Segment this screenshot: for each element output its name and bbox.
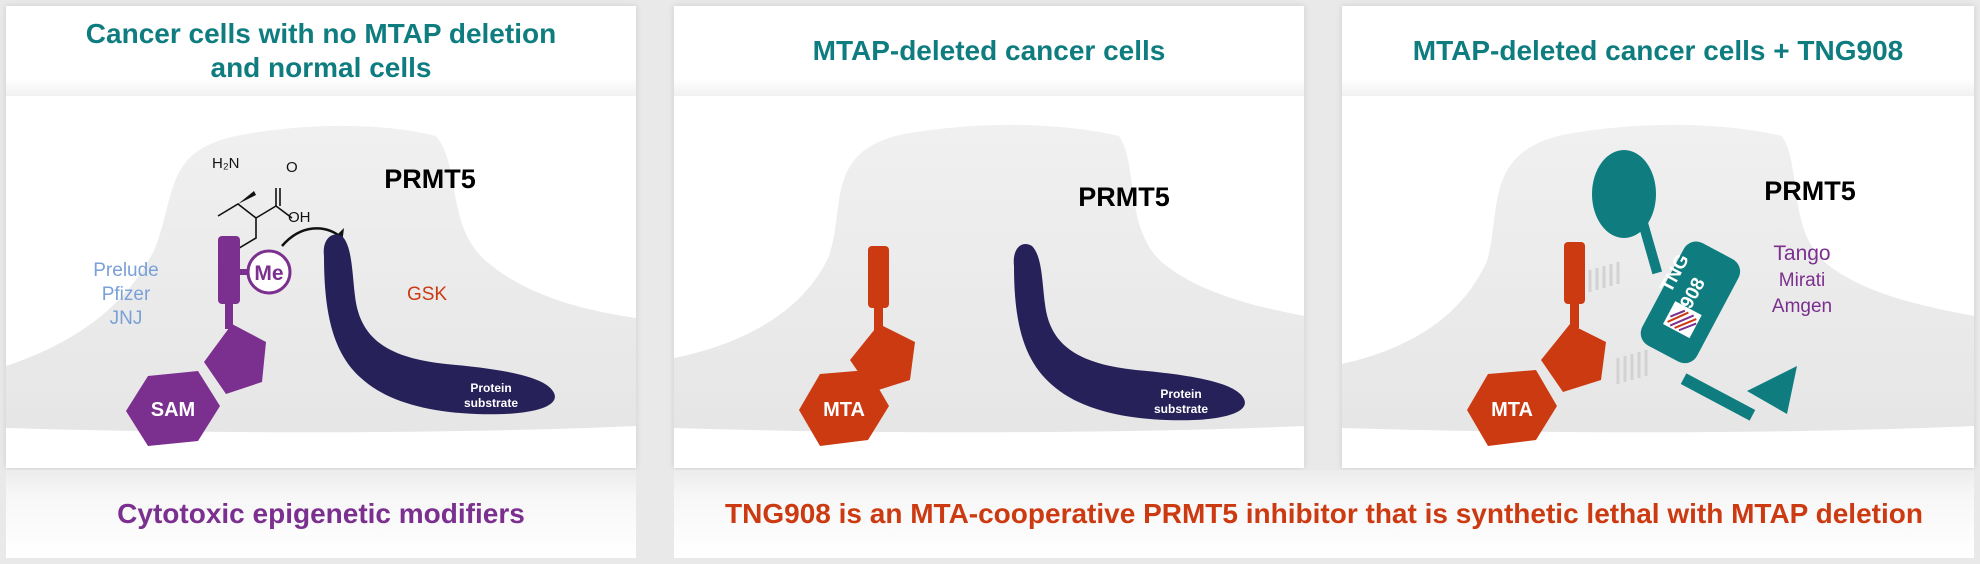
enzyme-label: PRMT5 bbox=[384, 164, 476, 194]
enzyme-pocket-shape bbox=[6, 125, 636, 433]
panel-3-diagram: MTA TNG 908 PRMT5 Tango Mirati Amgen bbox=[1342, 124, 1974, 446]
footer-left-text: Cytotoxic epigenetic modifiers bbox=[117, 498, 525, 529]
panel-2-diagram: MTA Protein substrate PRMT5 bbox=[674, 124, 1304, 446]
panel-1-title-line-2: and normal cells bbox=[210, 52, 432, 83]
substrate-label-line-2: substrate bbox=[464, 396, 518, 410]
enzyme-label: PRMT5 bbox=[1764, 176, 1856, 206]
panel-no-mtap-deletion: Cancer cells with no MTAP deletion and n… bbox=[6, 6, 636, 468]
mta-stem-link bbox=[1570, 300, 1579, 328]
sam-hexagon bbox=[126, 371, 220, 446]
sam-pentagon bbox=[204, 324, 266, 394]
company-gsk: GSK bbox=[407, 284, 447, 305]
protein-substrate-shape bbox=[1013, 244, 1245, 421]
hydroxyl-label: OH bbox=[288, 209, 311, 226]
carbonyl-label: O bbox=[286, 159, 298, 176]
enzyme-pocket-shape bbox=[1342, 124, 1974, 433]
drug-neck bbox=[1635, 213, 1663, 275]
footer-right-text: TNG908 is an MTA-cooperative PRMT5 inhib… bbox=[725, 498, 1923, 529]
panel-2-title: MTAP-deleted cancer cells bbox=[674, 6, 1304, 96]
mta-label: MTA bbox=[1491, 399, 1533, 421]
methyl-group-circle bbox=[246, 249, 292, 295]
mta-stem bbox=[868, 246, 889, 308]
panel-2-title-line-1: MTAP-deleted cancer cells bbox=[812, 35, 1166, 66]
panel-1-diagram: H₂N O OH Me SAM Protein substrate PRMT5 … bbox=[6, 125, 636, 446]
sam-stem bbox=[218, 236, 240, 304]
drug-body bbox=[1640, 241, 1741, 364]
footer-cytotoxic-modifiers: Cytotoxic epigenetic modifiers bbox=[6, 470, 636, 558]
panel-mtap-deleted-tng908: MTAP-deleted cancer cells + TNG908 bbox=[1342, 6, 1974, 468]
company-pfizer: Pfizer bbox=[102, 284, 151, 305]
sam-label: SAM bbox=[151, 399, 195, 421]
amine-label: H₂N bbox=[212, 155, 240, 172]
substrate-label-line-2: substrate bbox=[1154, 402, 1208, 416]
company-prelude: Prelude bbox=[93, 260, 159, 281]
drug-tail-tip bbox=[1747, 366, 1797, 414]
panel-3-title: MTAP-deleted cancer cells + TNG908 bbox=[1342, 6, 1974, 96]
mta-hexagon bbox=[1467, 370, 1557, 446]
mta-stem-link bbox=[874, 304, 883, 330]
methyl-connector bbox=[238, 269, 252, 275]
mta-stem bbox=[1564, 242, 1585, 304]
company-tango: Tango bbox=[1773, 242, 1830, 265]
panel-1-title-line-1: Cancer cells with no MTAP deletion bbox=[85, 18, 557, 49]
substrate-label-line-1: Protein bbox=[1160, 387, 1201, 401]
transfer-arrow bbox=[281, 227, 343, 247]
mta-pentagon bbox=[1541, 324, 1606, 392]
company-amgen: Amgen bbox=[1772, 296, 1832, 317]
sam-stem-link bbox=[225, 301, 233, 329]
mta-label: MTA bbox=[823, 399, 865, 421]
methyl-label: Me bbox=[254, 262, 283, 285]
footer-tng908-summary: TNG908 is an MTA-cooperative PRMT5 inhib… bbox=[674, 470, 1974, 558]
wedge-bond bbox=[238, 191, 256, 204]
company-mirati: Mirati bbox=[1779, 270, 1825, 291]
mta-hexagon bbox=[799, 370, 889, 446]
binding-interaction-stripes-upper bbox=[1588, 262, 1620, 292]
enzyme-label: PRMT5 bbox=[1078, 182, 1170, 212]
panel-mtap-deleted: MTAP-deleted cancer cells MTA Protein su… bbox=[674, 6, 1304, 468]
protein-substrate-shape bbox=[323, 234, 555, 415]
enzyme-pocket-shape bbox=[674, 124, 1304, 433]
drug-tail bbox=[1680, 373, 1756, 421]
panel-1-title: Cancer cells with no MTAP deletion and n… bbox=[6, 6, 636, 96]
company-jnj: JNJ bbox=[110, 308, 143, 329]
binding-interaction-stripes-lower bbox=[1616, 350, 1648, 384]
substrate-label-line-1: Protein bbox=[470, 381, 511, 395]
panel-3-title-line-1: MTAP-deleted cancer cells + TNG908 bbox=[1412, 35, 1904, 66]
